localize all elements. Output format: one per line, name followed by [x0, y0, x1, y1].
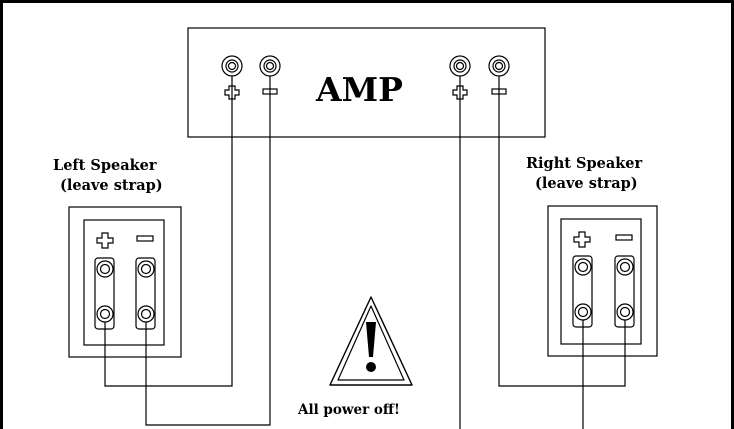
plus-icon [96, 232, 114, 249]
right-speaker-title: Right Speaker [526, 155, 642, 172]
warning-triangle-icon [329, 296, 413, 386]
right-speaker-binding-posts [574, 258, 634, 321]
wire-right-negative [498, 76, 626, 387]
left-speaker-binding-posts [96, 260, 155, 323]
warning-text: All power off! [297, 402, 400, 418]
amp-box [187, 27, 546, 138]
left-speaker-title: Left Speaker [53, 157, 157, 174]
amp-terminal-left-positive [221, 55, 243, 77]
amp-terminal-right-positive [449, 55, 471, 77]
amp-unit: AMP [187, 27, 546, 138]
minus-icon [136, 235, 154, 242]
right-speaker-terminal-plate [547, 205, 658, 357]
plus-icon [573, 231, 591, 248]
right-speaker-subtitle: (leave strap) [535, 175, 638, 192]
minus-icon [615, 234, 633, 241]
amp-label: AMP [315, 70, 403, 109]
plus-icon [452, 85, 468, 100]
amp-terminal-left-negative [259, 55, 281, 77]
wire-left-negative [145, 76, 271, 426]
wire-left-positive [104, 76, 233, 387]
amp-terminal-right-negative [488, 55, 510, 77]
left-speaker-subtitle: (leave strap) [60, 177, 163, 194]
plus-icon [224, 85, 240, 100]
left-speaker-terminal-plate [68, 206, 182, 358]
speaker-wires [104, 76, 626, 429]
